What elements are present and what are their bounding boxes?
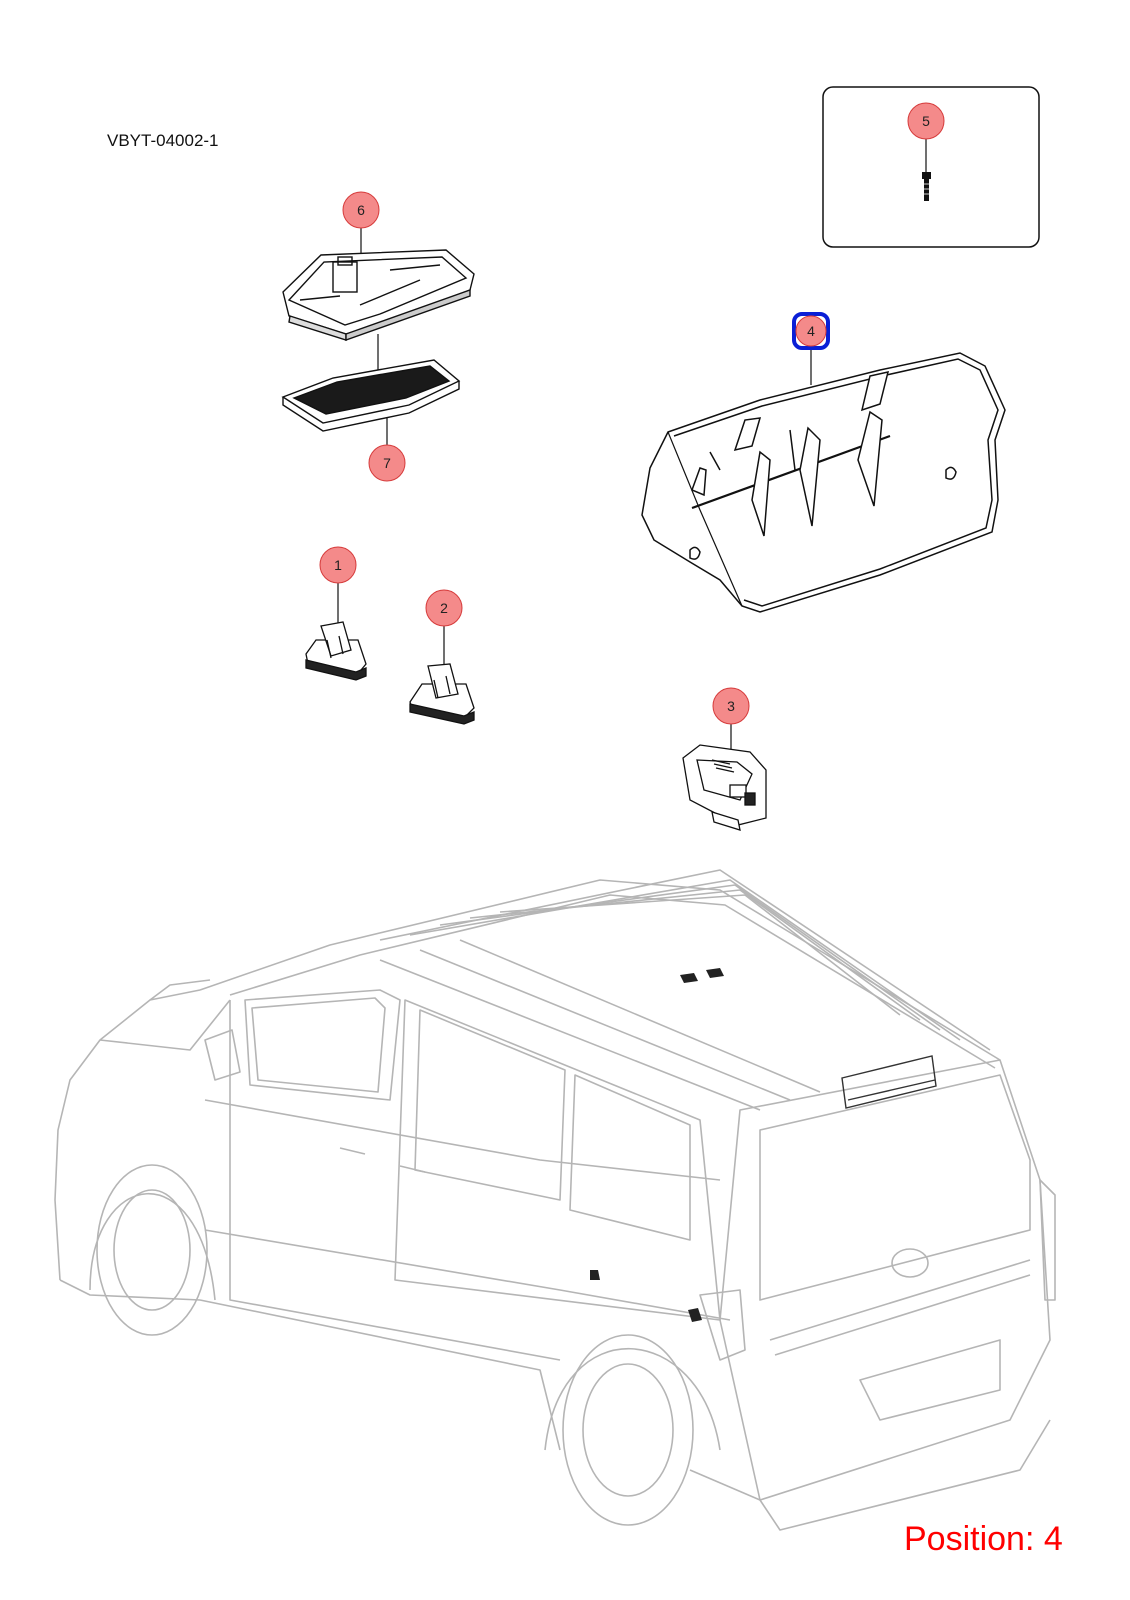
callout-3[interactable]: 3: [712, 687, 750, 725]
callout-7[interactable]: 7: [368, 444, 406, 482]
callout-1-label: 1: [334, 557, 342, 573]
callout-2-label: 2: [440, 600, 448, 616]
callout-2[interactable]: 2: [425, 589, 463, 627]
part-switch-module-icon[interactable]: [682, 720, 767, 831]
callout-3-label: 3: [727, 698, 735, 714]
vehicle-outline-icon: [54, 869, 1056, 1531]
part-bolt-icon[interactable]: [922, 135, 931, 201]
inset-box: [822, 86, 1040, 248]
selected-highlight: [792, 312, 830, 350]
callout-5[interactable]: 5: [907, 102, 945, 140]
part-lamp-1-icon[interactable]: [305, 578, 367, 681]
callout-4-label: 4: [807, 323, 815, 339]
callout-1[interactable]: 1: [319, 546, 357, 584]
callout-7-label: 7: [383, 455, 391, 471]
position-label: Position: 4: [904, 1520, 1063, 1558]
vehicle-markers: [590, 968, 937, 1322]
callout-6-label: 6: [357, 202, 365, 218]
callout-6[interactable]: 6: [342, 191, 380, 229]
diagram-code: VBYT-04002-1: [107, 131, 219, 150]
part-trim-cover-icon[interactable]: [641, 345, 1006, 613]
part-lamp-2-icon[interactable]: [409, 622, 475, 725]
callout-5-label: 5: [922, 113, 930, 129]
callout-4[interactable]: 4: [792, 312, 830, 350]
part-overhead-console-icon[interactable]: [282, 226, 475, 395]
part-console-lens-icon[interactable]: [281, 359, 461, 447]
